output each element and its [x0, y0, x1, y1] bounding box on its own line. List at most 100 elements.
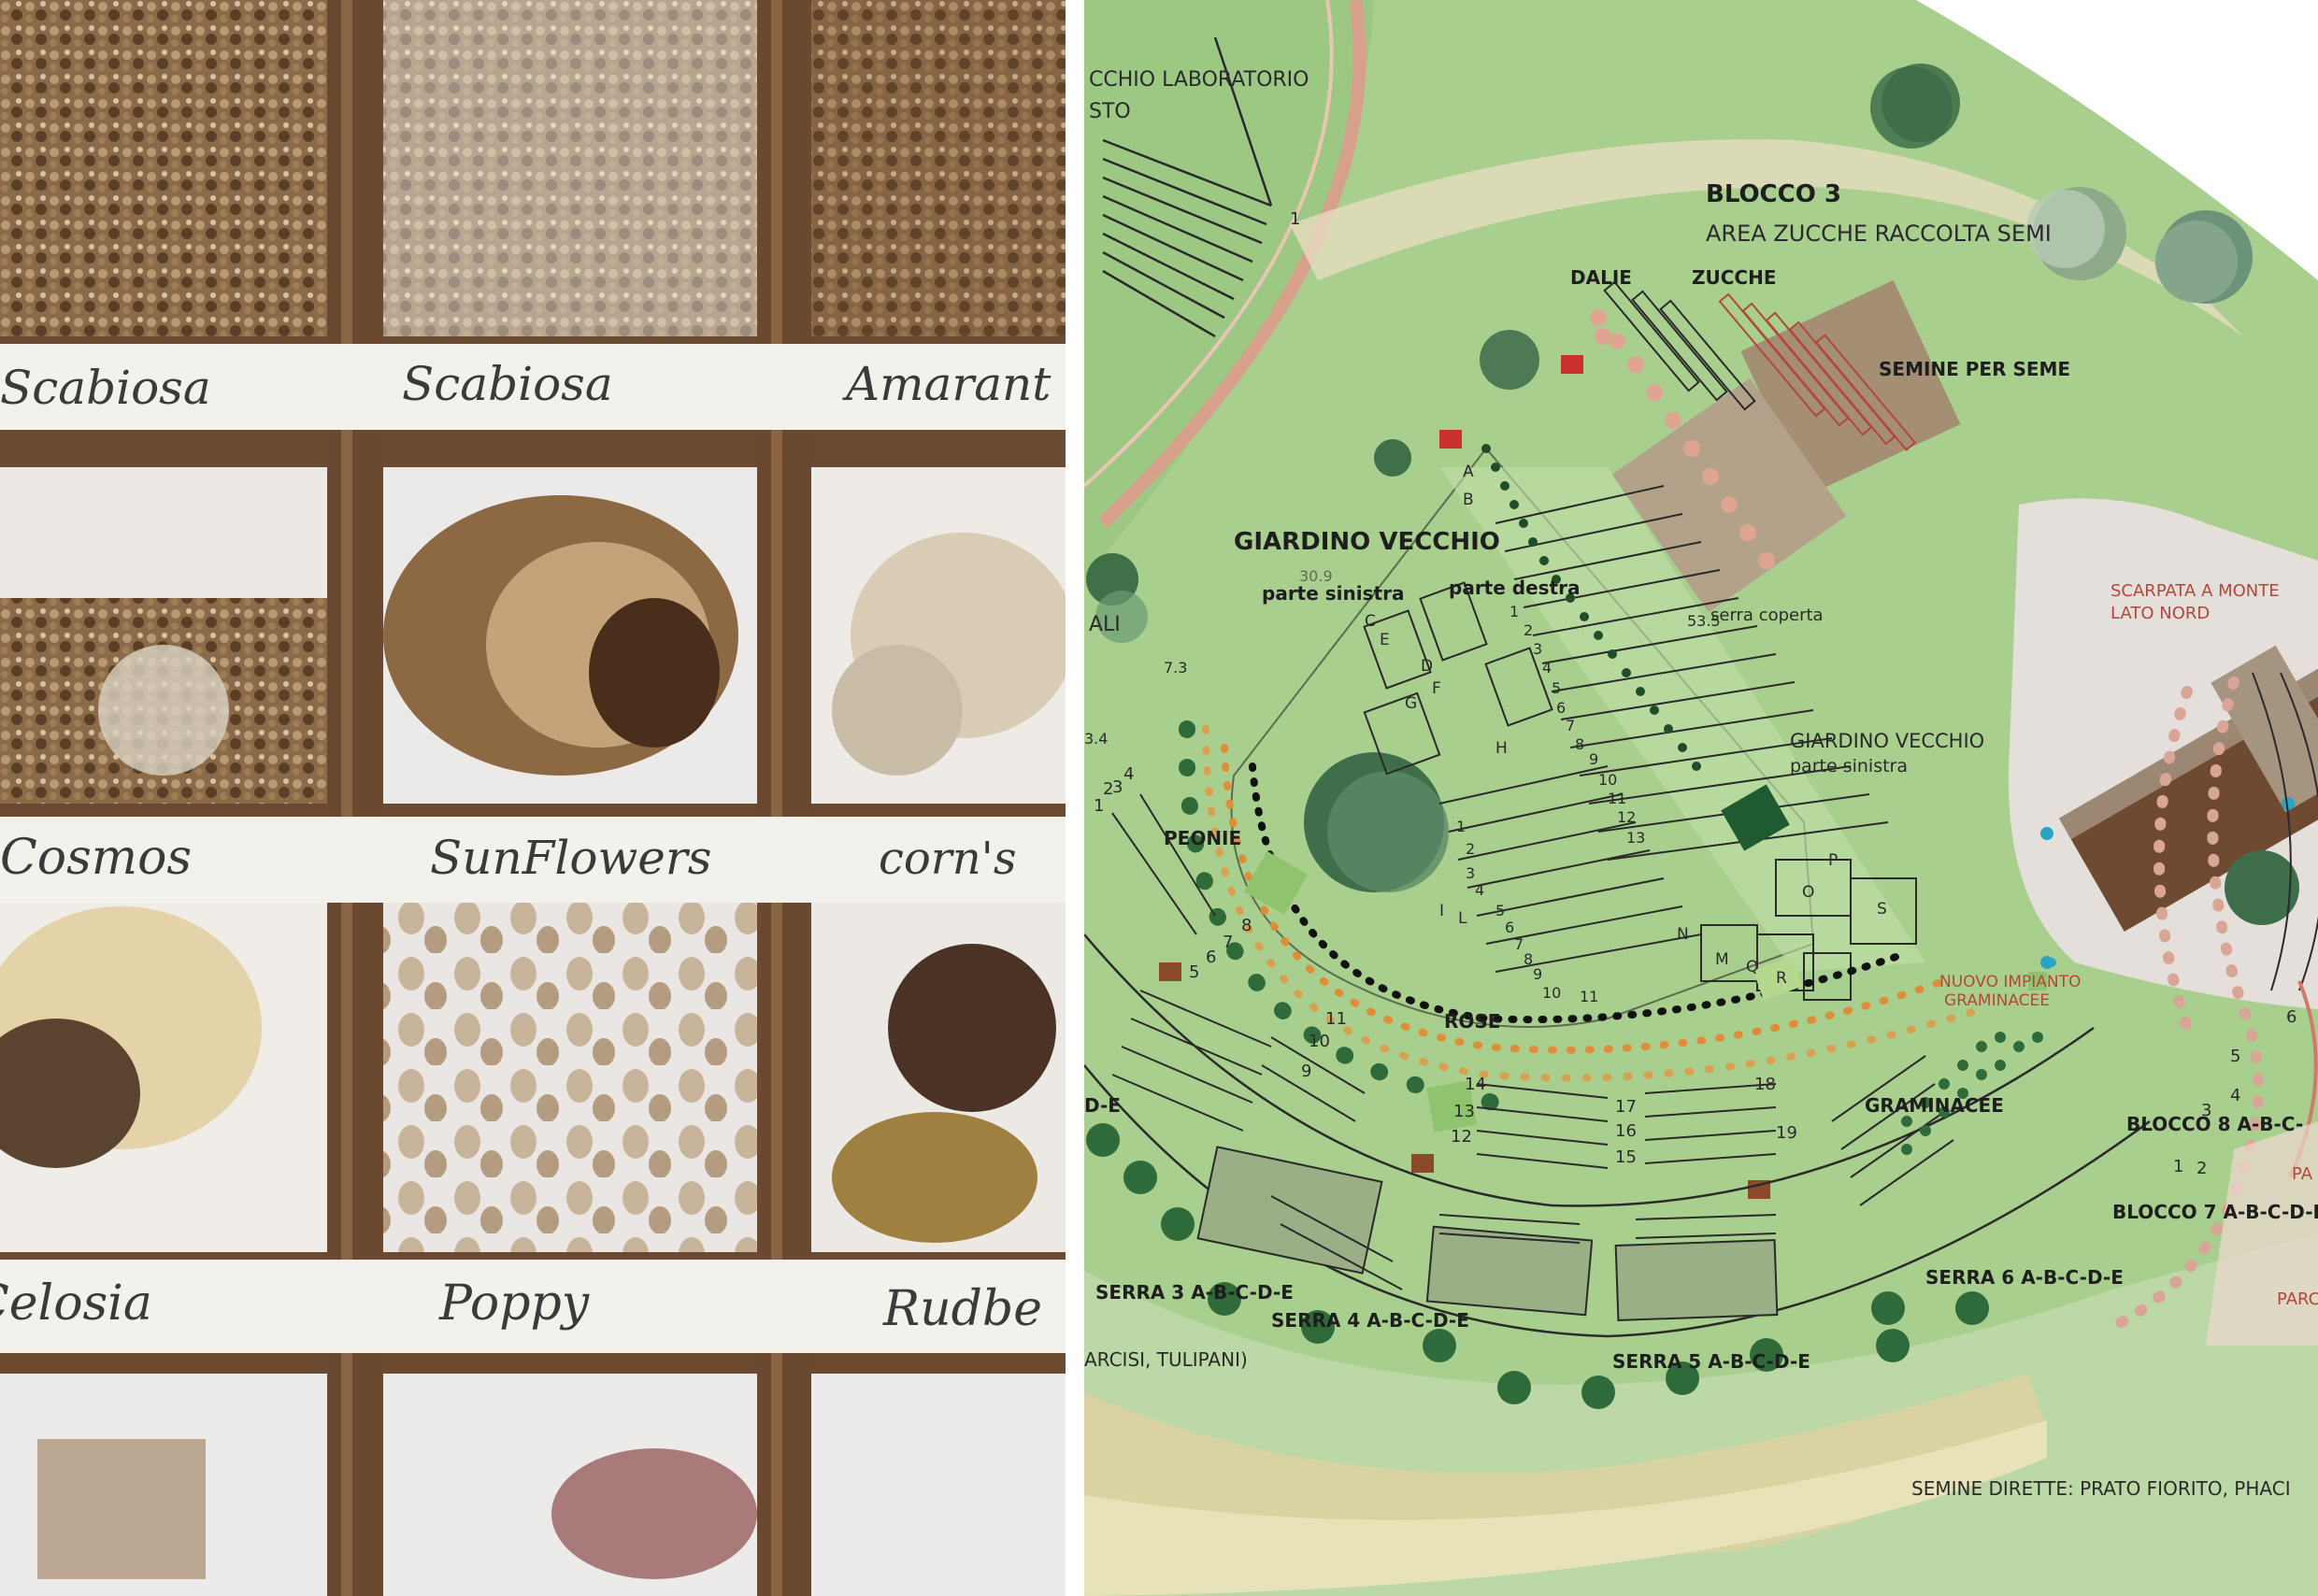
- bed-number: 9: [1533, 965, 1542, 983]
- bed-number: 10: [1542, 984, 1561, 1002]
- bed-number: 4: [1475, 881, 1484, 899]
- arc-bed-numbers: 5 6 7 8 9 10 11 12 13 14 15 16 17 18 19: [1189, 916, 1797, 1167]
- bed-number: 2: [1524, 621, 1533, 639]
- bed-number: 2: [2196, 1159, 2207, 1178]
- bed-number: 1: [1456, 818, 1466, 835]
- label-parte-destra: parte destra: [1449, 577, 1580, 599]
- bed-number: 1: [2173, 1157, 2183, 1176]
- bed-letter: Q: [1746, 958, 1758, 976]
- bed-letter: P: [1828, 851, 1838, 870]
- dalie-bed: [1740, 279, 1961, 496]
- bed-number: 5: [2230, 1047, 2240, 1066]
- label-amaranth: Amarant: [842, 357, 1052, 411]
- label-parc: PARC: [2277, 1290, 2318, 1309]
- bed-number: 4: [2230, 1086, 2240, 1105]
- label-scarpata: SCARPATA A MONTE: [2111, 581, 2280, 601]
- bed-number: 3: [1466, 864, 1475, 882]
- bed-number: 2: [1466, 840, 1475, 858]
- label-elevation-1: 30.9: [1299, 567, 1333, 585]
- label-strip-2: [0, 817, 1066, 903]
- bed-letter: O: [1802, 883, 1814, 902]
- compartment-row-2: [0, 467, 1066, 804]
- bed-letter: G: [1405, 694, 1417, 713]
- center-beds: [1438, 485, 1889, 973]
- bed-number: 5: [1552, 679, 1561, 697]
- bed-letter: M: [1715, 950, 1729, 969]
- label-strip-1: [0, 344, 1066, 430]
- serra-coperta-bed: [1611, 378, 1847, 613]
- bed-number: 7: [1223, 933, 1233, 952]
- label-scabiosa-2: Scabiosa: [402, 357, 613, 411]
- bed-letter: A: [1463, 463, 1474, 481]
- label-area-zucche: AREA ZUCCHE RACCOLTA SEMI: [1706, 221, 2052, 247]
- upper-left-beds: [1102, 36, 1273, 338]
- label-blocco-3: BLOCCO 3: [1706, 180, 1841, 208]
- label-sunflowers: SunFlowers: [430, 831, 711, 885]
- rose-arc-hedge: [1249, 762, 1910, 1024]
- bed-letter: F: [1432, 679, 1441, 698]
- bed-letter: C: [1365, 612, 1376, 631]
- bed-number: 3: [1533, 640, 1542, 658]
- right-pink-border: [2107, 677, 2264, 1332]
- bed-number: 19: [1776, 1123, 1797, 1143]
- lettered-beds: [1363, 581, 1917, 1001]
- bed-number: 1: [1510, 603, 1519, 620]
- label-nuovo-graminacee: GRAMINACEE: [1944, 991, 2050, 1010]
- label-elevation-3: 3.4: [1084, 730, 1108, 748]
- bed-number: 8: [1524, 950, 1533, 968]
- serra-plots: [1196, 1146, 1779, 1321]
- bed-number: 4: [1123, 764, 1134, 784]
- seed-box-illustration: Scabiosa Scabiosa Amarant Cosmos SunFlow…: [0, 0, 1066, 1596]
- label-serra-coperta: serra coperta: [1710, 606, 1824, 625]
- label-celosia: Celosia: [0, 1275, 152, 1332]
- bed-number: 3: [2201, 1101, 2211, 1120]
- left-bed-numbers: 1 2 3 4: [1094, 764, 1134, 816]
- compartment-row-4: [0, 1374, 1066, 1596]
- label-semine-per-seme: SEMINE PER SEME: [1879, 358, 2070, 380]
- label-nuovo-impianto: NUOVO IMPIANTO: [1939, 973, 2081, 991]
- bed-number: 13: [1453, 1102, 1475, 1121]
- compartment-row-3: [0, 897, 1066, 1252]
- label-ali: ALI: [1089, 613, 1121, 636]
- label-pa: PA: [2292, 1164, 2313, 1184]
- label-bed-1: 1: [1290, 209, 1300, 229]
- label-parte-sinistra-2: parte sinistra: [1790, 756, 1908, 777]
- bed-number: 18: [1754, 1075, 1776, 1094]
- trees: [1086, 64, 2299, 1409]
- label-vecchio-laboratorio: CCHIO LABORATORIO: [1089, 68, 1309, 92]
- bed-number: 11: [1325, 1009, 1347, 1029]
- right-bed-numbers: 1 2 3 4 5 6: [2173, 1007, 2297, 1178]
- label-peonie: PEONIE: [1164, 827, 1241, 849]
- label-poppy: Poppy: [438, 1275, 590, 1332]
- bed-number: 5: [1495, 902, 1505, 919]
- label-giardino-vecchio: GIARDINO VECCHIO: [1234, 528, 1500, 556]
- bed-number: 1: [1094, 796, 1104, 816]
- label-strip-3: [0, 1260, 1066, 1353]
- label-parte-sinistra: parte sinistra: [1262, 582, 1404, 605]
- label-serra-6: SERRA 6 A-B-C-D-E: [1925, 1266, 2124, 1289]
- label-semine-dirette: SEMINE DIRETTE: PRATO FIORITO, PHACI: [1911, 1477, 2291, 1500]
- graminacee-dots: [1901, 1032, 2043, 1155]
- bed-number: 9: [1589, 750, 1598, 768]
- label-serra-5: SERRA 5 A-B-C-D-E: [1612, 1350, 1810, 1373]
- bed-letter: B: [1463, 491, 1474, 509]
- label-serra-3: SERRA 3 A-B-C-D-E: [1095, 1281, 1294, 1304]
- bed-number: 15: [1615, 1147, 1637, 1167]
- bed-letter: D: [1421, 657, 1433, 676]
- pink-band: [2206, 1121, 2318, 1346]
- markers: [1159, 355, 2295, 1199]
- label-giardino-vecchio-2: GIARDINO VECCHIO: [1790, 730, 1984, 752]
- lower-bed-numbers: 1 2 3 4 5 6 7 8 9 10 11: [1456, 818, 1598, 1005]
- label-corn: corn's: [879, 833, 1016, 885]
- bed-number: 16: [1615, 1121, 1637, 1141]
- compartment-row-1: [0, 0, 1066, 336]
- bed-letter: S: [1877, 900, 1887, 919]
- bed-number: 6: [2286, 1007, 2297, 1027]
- seed-beds: [1718, 292, 1917, 451]
- label-rudbeckia: Rudbe: [882, 1281, 1042, 1337]
- zucche-beds: [1603, 280, 1756, 411]
- bed-number: 12: [1451, 1127, 1472, 1147]
- bed-number: 12: [1617, 808, 1636, 826]
- bed-number: 7: [1566, 717, 1575, 734]
- bed-letter: I: [1439, 902, 1444, 920]
